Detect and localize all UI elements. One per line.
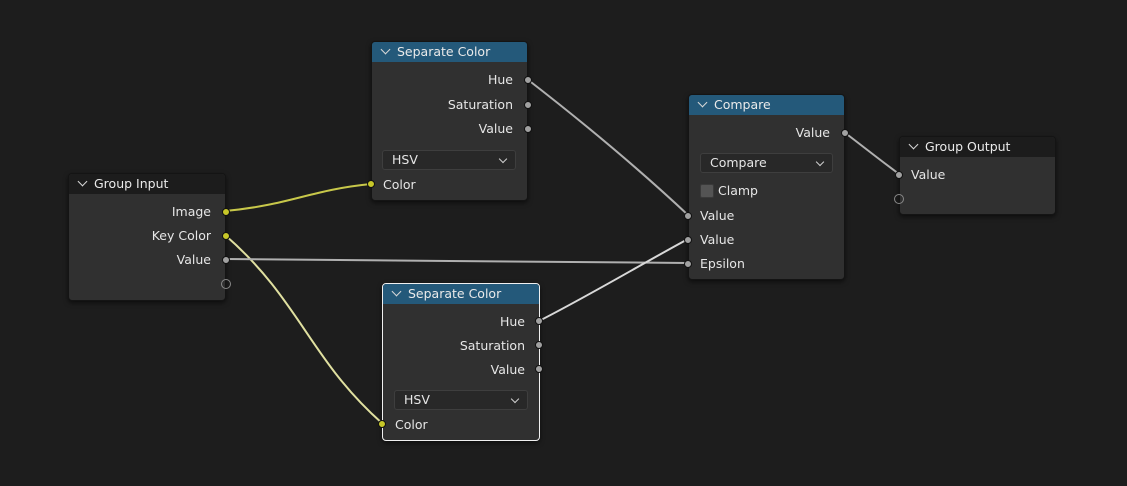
link-keycolor-to-color-bottom[interactable]: [224, 234, 384, 425]
mode-dropdown[interactable]: HSV: [394, 390, 528, 410]
separate-color-header[interactable]: Separate Color: [383, 284, 539, 304]
link-hue-bottom-to-compare-value-b[interactable]: [538, 238, 689, 322]
output-key-color-socket[interactable]: [222, 232, 230, 240]
output-image-label: Image: [171, 204, 211, 219]
group-input-node[interactable]: Group Input Image Key Color Value: [68, 173, 231, 301]
output-hue-label: Hue: [487, 72, 513, 87]
output-value-label: Value: [795, 125, 830, 140]
input-value-label: Value: [911, 167, 946, 182]
node-title: Compare: [714, 97, 771, 112]
input-value-socket[interactable]: [895, 171, 903, 179]
compare-node[interactable]: Compare Value Compare Clamp Value Value …: [684, 94, 849, 280]
output-image-socket[interactable]: [222, 208, 230, 216]
output-hue-label: Hue: [499, 314, 525, 329]
link-hue-top-to-compare-value-a[interactable]: [526, 78, 689, 216]
mode-dropdown[interactable]: HSV: [382, 150, 516, 170]
empty-output-socket[interactable]: [221, 279, 231, 289]
empty-input-socket[interactable]: [894, 194, 904, 204]
output-saturation-label: Saturation: [447, 97, 513, 112]
output-value-label: Value: [490, 362, 525, 377]
mode-value: HSV: [392, 152, 418, 167]
output-hue-socket[interactable]: [535, 317, 543, 325]
output-value-label: Value: [478, 121, 513, 136]
group-output-node[interactable]: Group Output Value: [894, 136, 1056, 215]
separate-color-header[interactable]: Separate Color: [372, 42, 527, 62]
input-value-b-socket[interactable]: [684, 236, 692, 244]
input-color-label: Color: [383, 177, 416, 192]
chevron-down-icon: [498, 154, 508, 164]
clamp-checkbox[interactable]: [700, 184, 714, 198]
output-saturation-socket[interactable]: [524, 101, 532, 109]
node-title: Group Output: [925, 139, 1011, 154]
output-value-label: Value: [176, 252, 211, 267]
group-output-header[interactable]: Group Output: [900, 137, 1055, 157]
input-color-socket[interactable]: [367, 180, 375, 188]
input-epsilon-socket[interactable]: [684, 260, 692, 268]
chevron-down-icon[interactable]: [380, 44, 391, 55]
operation-value: Compare: [710, 155, 767, 170]
chevron-down-icon[interactable]: [908, 139, 919, 150]
compare-header[interactable]: Compare: [689, 95, 844, 115]
input-color-socket[interactable]: [378, 420, 386, 428]
node-title: Separate Color: [397, 44, 491, 59]
input-value-a-label: Value: [700, 208, 735, 223]
chevron-down-icon[interactable]: [697, 97, 708, 108]
group-input-header[interactable]: Group Input: [69, 174, 225, 194]
chevron-down-icon: [510, 394, 520, 404]
separate-color-node-bottom[interactable]: Separate Color Hue Saturation Value HSV …: [378, 283, 543, 441]
output-hue-socket[interactable]: [524, 76, 532, 84]
link-value-to-epsilon[interactable]: [224, 258, 689, 264]
chevron-down-icon[interactable]: [391, 286, 402, 297]
mode-value: HSV: [404, 392, 430, 407]
input-value-b-label: Value: [700, 232, 735, 247]
output-saturation-socket[interactable]: [535, 341, 543, 349]
link-image-to-color-top[interactable]: [224, 183, 372, 212]
node-title: Separate Color: [408, 286, 502, 301]
chevron-down-icon: [815, 157, 825, 167]
clamp-label: Clamp: [718, 183, 758, 198]
output-value-socket[interactable]: [841, 129, 849, 137]
output-key-color-label: Key Color: [151, 228, 211, 243]
node-title: Group Input: [94, 176, 169, 191]
separate-color-node-top[interactable]: Separate Color Hue Saturation Value HSV …: [367, 41, 532, 201]
link-compare-to-group-output[interactable]: [843, 131, 900, 175]
operation-dropdown[interactable]: Compare: [700, 153, 833, 173]
output-value-socket[interactable]: [524, 125, 532, 133]
input-color-label: Color: [395, 417, 428, 432]
chevron-down-icon[interactable]: [77, 176, 88, 187]
output-value-socket[interactable]: [535, 365, 543, 373]
output-value-socket[interactable]: [222, 256, 230, 264]
output-saturation-label: Saturation: [459, 338, 525, 353]
input-value-a-socket[interactable]: [684, 212, 692, 220]
input-epsilon-label: Epsilon: [700, 256, 745, 271]
